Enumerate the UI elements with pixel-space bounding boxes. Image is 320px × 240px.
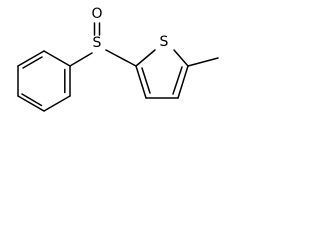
thiophene-bond xyxy=(173,49,189,67)
sulfinyl-group xyxy=(69,22,137,67)
thiophene-bond xyxy=(135,49,156,67)
methyl-bond xyxy=(187,57,219,67)
benzene-bond xyxy=(43,50,71,67)
molecule-diagram: O S S xyxy=(17,6,219,112)
thiophene-sulfur-label: S xyxy=(160,34,169,50)
thiophene-ring xyxy=(135,49,189,99)
phenyl-sulfur-bond xyxy=(69,52,93,67)
benzene-bond xyxy=(17,50,45,67)
benzene-ring xyxy=(17,50,71,112)
benzene-inner-double-bond xyxy=(21,93,43,107)
benzene-inner-double-bond xyxy=(22,56,43,69)
thiophene-double-bond xyxy=(172,66,183,95)
thiophene-double-bond xyxy=(141,67,151,94)
sulfur-thiophene-bond xyxy=(105,49,137,67)
thiophene-bond xyxy=(135,65,147,99)
benzene-bond xyxy=(17,95,45,112)
thiophene-bond xyxy=(177,65,189,99)
sulfinyl-sulfur-label: S xyxy=(93,35,102,51)
sulfinyl-oxygen-label: O xyxy=(91,6,102,22)
benzene-bond xyxy=(43,95,71,112)
